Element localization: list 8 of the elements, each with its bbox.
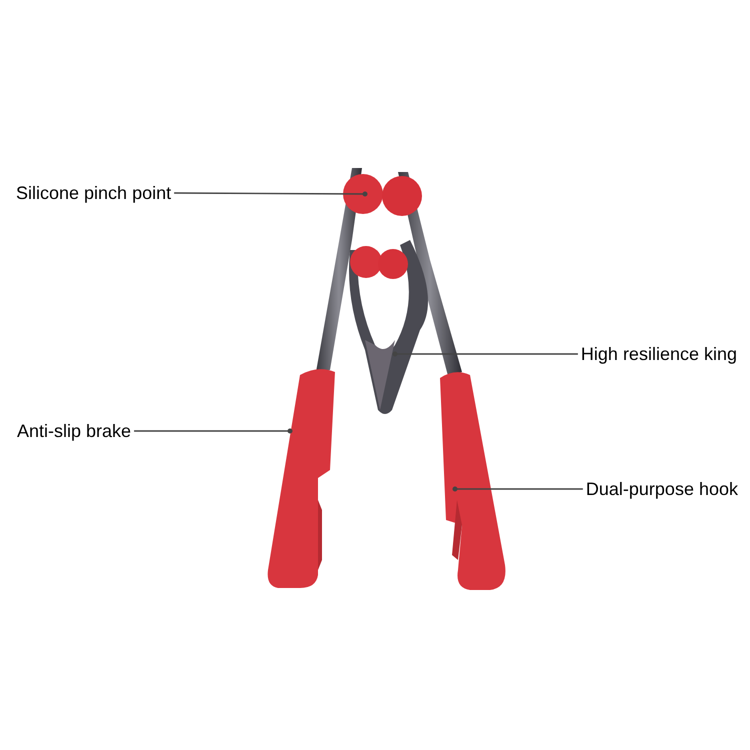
- leader-line: [174, 192, 368, 196]
- callout-label: Silicone pinch point: [16, 182, 172, 204]
- callout-label: Anti-slip brake: [17, 420, 132, 442]
- leader-line: [392, 352, 578, 356]
- leader-line: [134, 428, 292, 434]
- leader-line: [452, 486, 583, 492]
- callout-label: High resilience king: [580, 343, 737, 365]
- callout-label: Dual-purpose hook: [586, 478, 738, 500]
